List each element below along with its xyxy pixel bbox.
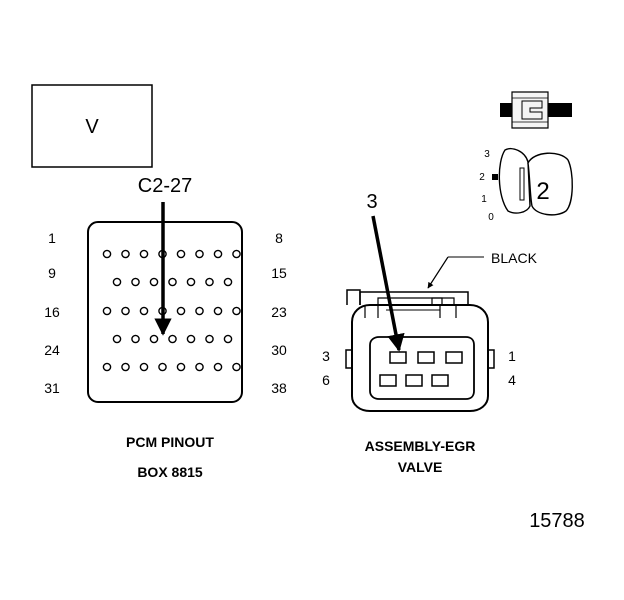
egr-caption-line2: VALVE — [398, 459, 443, 475]
pcm-pin — [213, 249, 223, 259]
pcm-row-label-left: 31 — [44, 380, 60, 396]
pcm-pin — [139, 249, 149, 259]
color-leader-arrow — [427, 256, 449, 289]
pcm-pin — [186, 277, 196, 287]
pcm-pin — [149, 277, 159, 287]
egr-cavity-5 — [405, 374, 423, 387]
egr-pin-label-3: 3 — [322, 348, 330, 364]
pcm-pin — [112, 277, 122, 287]
pcm-pin — [223, 334, 233, 344]
pcm-row-label-right: 15 — [271, 265, 287, 281]
pcm-pin — [139, 306, 149, 316]
pcm-row-label-left: 9 — [48, 265, 56, 281]
pcm-pin — [102, 362, 112, 372]
pcm-pin — [176, 306, 186, 316]
pcm-row-label-right: 8 — [275, 230, 283, 246]
pcm-row-labels-left: 1 9 16 24 31 — [44, 230, 60, 396]
egr-pin-label-6: 6 — [322, 372, 330, 388]
pcm-row-label-left: 16 — [44, 304, 60, 320]
pcm-row-label-left: 24 — [44, 342, 60, 358]
pcm-pin — [112, 334, 122, 344]
view-box-label: V — [85, 116, 99, 138]
pcm-pin — [205, 277, 214, 287]
pcm-pin — [102, 306, 112, 316]
pcm-row-label-left: 1 — [48, 230, 56, 246]
egr-cavity-6 — [379, 374, 397, 387]
pcm-pin — [195, 249, 204, 259]
scale-label: 2 — [479, 172, 485, 183]
egr-callout-arrow — [371, 215, 405, 352]
pcm-caption-line1: PCM PINOUT — [126, 434, 214, 450]
pcm-pin — [121, 362, 130, 372]
pcm-pin — [213, 306, 223, 316]
egr-cavity-2 — [417, 351, 435, 364]
pcm-pin — [121, 306, 130, 316]
pcm-pin — [195, 362, 204, 372]
view-icon-number: 2 — [536, 178, 549, 205]
scale-label: 0 — [488, 212, 494, 223]
pcm-pin — [158, 362, 167, 372]
pcm-pin — [168, 277, 177, 287]
pcm-pin — [232, 306, 241, 316]
pcm-pin — [223, 277, 233, 287]
egr-color-label: BLACK — [491, 250, 538, 266]
pcm-cavity-callout: C2-27 — [138, 175, 192, 197]
pcm-pin — [176, 249, 186, 259]
figure-number: 15788 — [529, 510, 585, 532]
egr-connector: 3 BLACK 3 6 1 4 ASSEMBLY-EGR VALVE — [322, 191, 537, 475]
view-angle-icon: 2 3 2 1 0 — [479, 147, 573, 223]
pcm-pin — [176, 362, 186, 372]
pcm-pin — [121, 249, 130, 259]
egr-pin-label-4: 4 — [508, 372, 516, 388]
pcm-pin — [186, 334, 196, 344]
pcm-caption-line2: BOX 8815 — [137, 464, 203, 480]
pcm-pin — [232, 362, 241, 372]
egr-cavity-3 — [389, 351, 407, 364]
pcm-pin — [213, 362, 223, 372]
pcm-row-label-right: 23 — [271, 304, 287, 320]
pcm-pin-grid — [102, 249, 241, 372]
pcm-pin — [131, 334, 140, 344]
connector-side-icon — [500, 91, 572, 129]
scale-label: 3 — [484, 149, 490, 160]
pcm-row-labels-right: 8 15 23 30 38 — [271, 230, 287, 396]
pcm-pin — [195, 306, 204, 316]
pcm-pin — [168, 334, 177, 344]
view-icon: 2 3 2 1 0 — [479, 91, 573, 223]
pcm-pin — [232, 249, 241, 259]
pcm-row-label-right: 38 — [271, 380, 287, 396]
pcm-connector: C2-27 1 9 16 24 31 8 15 23 30 38 PCM PINOUT BOX … — [44, 175, 287, 480]
egr-caption-line1: ASSEMBLY-EGR — [365, 438, 476, 454]
egr-wire-callout: 3 — [366, 191, 377, 213]
pcm-pin — [131, 277, 140, 287]
egr-pin-label-1: 1 — [508, 348, 516, 364]
pcm-row-label-right: 30 — [271, 342, 287, 358]
egr-cavity-1 — [445, 351, 463, 364]
pcm-pin-highlighted — [149, 334, 159, 344]
egr-cavity-4 — [431, 374, 449, 387]
pcm-pin — [139, 362, 149, 372]
view-box: V — [31, 84, 153, 168]
scale-label: 1 — [481, 194, 487, 205]
pcm-pin — [102, 249, 112, 259]
pcm-pin — [205, 334, 214, 344]
